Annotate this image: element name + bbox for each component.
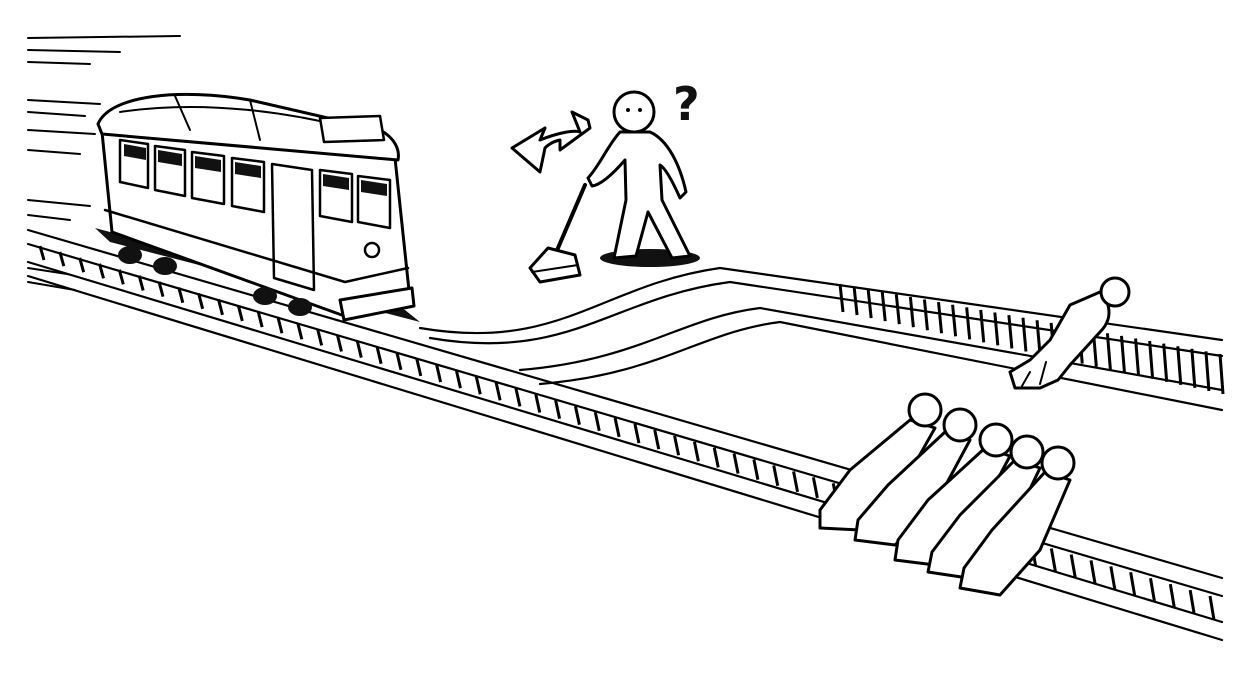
track-tie — [494, 382, 502, 401]
person-main-1 — [818, 392, 943, 532]
track-tie — [98, 263, 105, 279]
track-tie — [117, 269, 125, 285]
track-tie — [1162, 343, 1169, 382]
track-tie — [78, 257, 86, 273]
track-tie — [1168, 583, 1176, 609]
track-tie — [838, 283, 845, 313]
track-tie — [276, 316, 284, 334]
track-tie — [157, 281, 165, 297]
track-tie — [866, 289, 873, 319]
track-tie — [1176, 346, 1183, 386]
track-tie — [965, 307, 972, 340]
track-tie — [137, 275, 145, 291]
track-tie — [937, 302, 944, 334]
track-tie — [415, 358, 423, 377]
track-tie — [852, 286, 859, 316]
track-tie — [256, 310, 264, 328]
track-tie — [1119, 335, 1126, 373]
person-main-5 — [958, 445, 1076, 597]
track-tie — [177, 287, 185, 304]
track-tie — [1129, 572, 1137, 596]
main-track — [26, 228, 1224, 642]
track-tie — [908, 296, 915, 328]
track-tie — [772, 465, 780, 487]
track-tie — [922, 299, 929, 331]
track-tie — [1089, 560, 1097, 584]
track-tie — [951, 304, 958, 337]
track-tie — [1148, 340, 1155, 379]
track-tie — [673, 435, 681, 456]
track-tie — [236, 304, 244, 322]
track-tie — [316, 328, 324, 346]
track-tie — [993, 312, 1000, 346]
track-tie — [1190, 348, 1197, 389]
track-tie — [1149, 577, 1156, 602]
track-tie — [435, 364, 443, 383]
track-tie — [1218, 353, 1225, 395]
track-tie — [296, 322, 304, 340]
track-tie — [375, 346, 383, 365]
curved-switch-arrow-icon — [510, 110, 592, 174]
track-tie — [38, 245, 46, 261]
track-tie — [692, 441, 700, 462]
track-tie — [653, 429, 661, 450]
track-tie — [894, 294, 901, 325]
track-tie — [573, 405, 581, 426]
person-main-2 — [853, 407, 978, 547]
track-tie — [811, 477, 819, 499]
track-tie — [395, 352, 403, 371]
track-tie — [880, 291, 887, 322]
track-tie — [514, 388, 522, 407]
question-mark: ? — [673, 77, 700, 131]
track-tie — [732, 453, 740, 474]
svg-text:?: ? — [673, 77, 700, 131]
track-tie — [1204, 351, 1211, 392]
track-tie — [217, 299, 224, 316]
track-tie — [1049, 548, 1057, 572]
track-tie — [1007, 314, 1014, 349]
bystander-person-icon — [586, 90, 700, 267]
lever-icon — [528, 183, 587, 284]
track-tie — [633, 423, 641, 444]
person-on-side-track — [1008, 276, 1131, 390]
track-tie — [979, 309, 986, 343]
people-on-main-track — [818, 392, 1076, 597]
person-main-4 — [926, 434, 1045, 580]
trolley-icon — [95, 92, 420, 322]
track-tie — [1105, 333, 1112, 370]
track-tie — [335, 334, 343, 352]
track-tie — [1188, 589, 1196, 615]
person-main-3 — [893, 422, 1014, 567]
track-tie — [554, 399, 562, 419]
track-tie — [197, 293, 205, 310]
track-tie — [58, 251, 66, 267]
track-tie — [752, 459, 760, 480]
track-tie — [355, 340, 363, 358]
track-tie — [1109, 566, 1117, 590]
track-tie — [712, 447, 720, 468]
track-tie — [593, 411, 601, 432]
track-tie — [474, 376, 482, 395]
track-tie — [1208, 595, 1216, 621]
track-tie — [1021, 317, 1028, 352]
track-tie — [613, 417, 621, 438]
track-tie — [792, 471, 800, 493]
track-tie — [534, 393, 542, 413]
track-tie — [1134, 338, 1141, 376]
track-tie — [1069, 554, 1077, 578]
track-tie — [454, 370, 462, 389]
